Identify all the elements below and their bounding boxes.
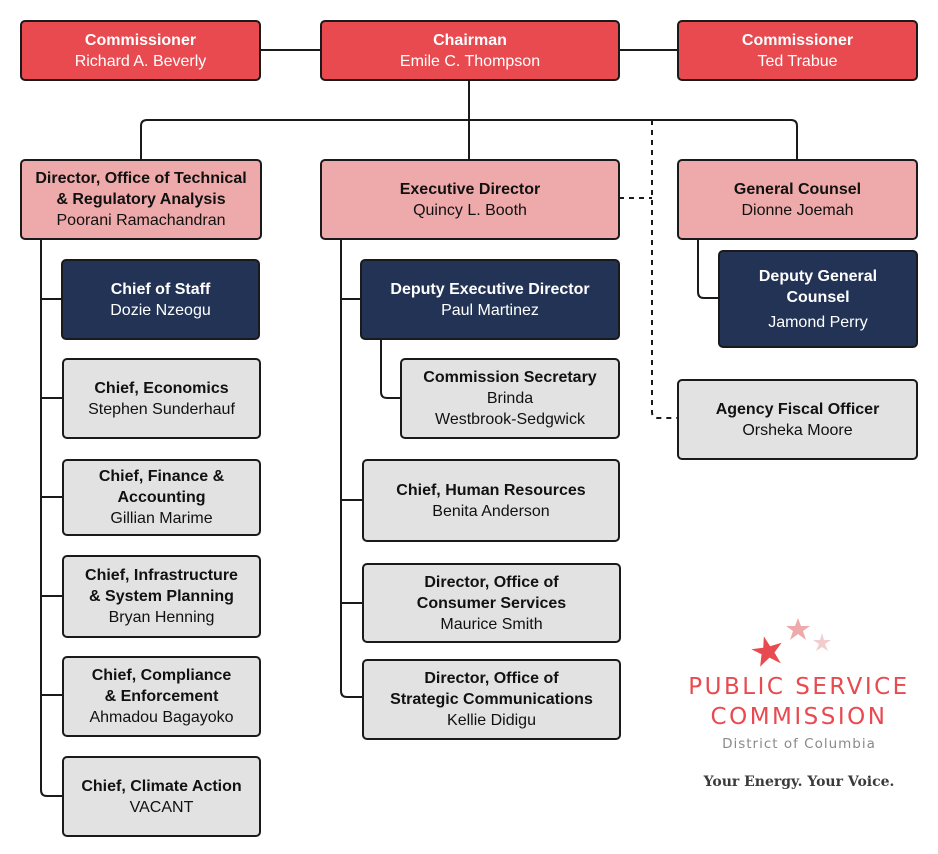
box-name: Emile C. Thompson [399,52,541,70]
box-title-line1: Chief, Finance & [98,468,225,485]
box-title-line2: Strategic Communications [390,691,593,708]
chief-of-staff-box[interactable]: Chief of Staff Dozie Nzeogu [61,259,260,340]
agency-fiscal-officer-box[interactable]: Agency Fiscal Officer Orsheka Moore [677,379,918,460]
connector-fiscal-dotted [651,120,677,419]
box-title: Commissioner [84,31,197,49]
box-name: Bryan Henning [108,609,215,626]
deputy-general-counsel-box[interactable]: Deputy General Counsel Jamond Perry [718,250,918,348]
star-icon [751,636,782,667]
star-icon [786,618,810,640]
logo-line-commission: COMMISSION [710,704,888,730]
box-title-line1: Director, Office of [424,573,559,591]
box-name: Benita Anderson [432,502,550,520]
logo-tagline: Your Energy. Your Voice. [703,774,895,790]
commission-secretary-box[interactable]: Commission Secretary Brinda Westbrook-Se… [400,358,620,439]
box-name: Stephen Sunderhauf [88,400,235,418]
logo-line-public-service: PUBLIC SERVICE [688,674,910,700]
box-name: VACANT [129,798,194,816]
box-title-line2: & System Planning [89,588,234,605]
chairman-box[interactable]: Chairman Emile C. Thompson [320,20,620,81]
director-otra-box[interactable]: Director, Office of Technical & Regulato… [20,159,262,240]
box-title: Chief of Staff [110,280,211,298]
box-name: Dozie Nzeogu [110,301,211,319]
connector-otra-spine [40,239,62,797]
box-name: Kellie Didigu [447,712,536,729]
box-name: Ted Trabue [757,52,838,70]
connector-director-bus [140,119,798,159]
box-name: Maurice Smith [440,615,543,633]
box-name: Orsheka Moore [742,421,853,439]
box-title-line1: Chief, Compliance [91,667,232,684]
box-title: Commission Secretary [423,369,597,386]
director-strategic-communications-box[interactable]: Director, Office of Strategic Communicat… [362,659,621,740]
general-counsel-box[interactable]: General Counsel Dionne Joemah [677,159,918,240]
connector-counsel-deputy [697,239,718,299]
box-title: Executive Director [399,180,541,198]
box-name: Paul Martinez [441,301,539,319]
box-name-line1: Brinda [486,390,534,407]
box-title-line1: Director, Office of Technical [35,170,247,187]
chief-climate-box[interactable]: Chief, Climate Action VACANT [62,756,261,837]
box-name: Richard A. Beverly [74,52,207,70]
box-title-line1: Director, Office of [424,670,559,687]
chief-economics-box[interactable]: Chief, Economics Stephen Sunderhauf [62,358,261,439]
box-title: Chairman [433,31,507,49]
box-title-line1: Chief, Infrastructure [85,567,238,584]
box-name: Dionne Joemah [741,201,854,219]
box-name: Gillian Marime [110,510,213,527]
box-title: Commissioner [741,31,854,49]
chief-infrastructure-box[interactable]: Chief, Infrastructure & System Planning … [62,555,261,638]
three-stars-icon [751,618,831,667]
box-title: General Counsel [733,180,862,198]
box-name-line2: Westbrook-Sedgwick [435,411,585,428]
connector-deputy-secretary [380,339,400,399]
box-title: Chief, Economics [94,379,229,397]
box-title-line2: Accounting [117,489,206,506]
box-title: Agency Fiscal Officer [715,400,880,418]
commissioner-left-box[interactable]: Commissioner Richard A. Beverly [20,20,261,81]
box-name: Poorani Ramachandran [56,212,226,229]
chief-human-resources-box[interactable]: Chief, Human Resources Benita Anderson [362,459,620,542]
director-consumer-services-box[interactable]: Director, Office of Consumer Services Ma… [362,563,621,643]
box-title-line2: Consumer Services [416,594,567,612]
box-title: Chief, Climate Action [81,777,242,795]
logo-line-district: District of Columbia [722,736,876,752]
box-name: Jamond Perry [768,313,868,331]
chief-finance-box[interactable]: Chief, Finance & Accounting Gillian Mari… [62,459,261,536]
connector-executive-spine [340,239,362,698]
executive-director-box[interactable]: Executive Director Quincy L. Booth [320,159,620,240]
star-icon [813,633,831,651]
box-title-line2: & Enforcement [104,688,219,705]
box-title-line1: Deputy General [758,267,878,285]
box-title: Chief, Human Resources [396,481,586,499]
commissioner-right-box[interactable]: Commissioner Ted Trabue [677,20,918,81]
box-title: Deputy Executive Director [390,280,590,298]
chief-compliance-box[interactable]: Chief, Compliance & Enforcement Ahmadou … [62,656,261,737]
deputy-executive-director-box[interactable]: Deputy Executive Director Paul Martinez [360,259,620,340]
box-title-line2: Counsel [786,288,850,306]
box-name: Quincy L. Booth [413,201,527,219]
box-title-line2: & Regulatory Analysis [56,191,226,208]
box-name: Ahmadou Bagayoko [89,709,234,726]
